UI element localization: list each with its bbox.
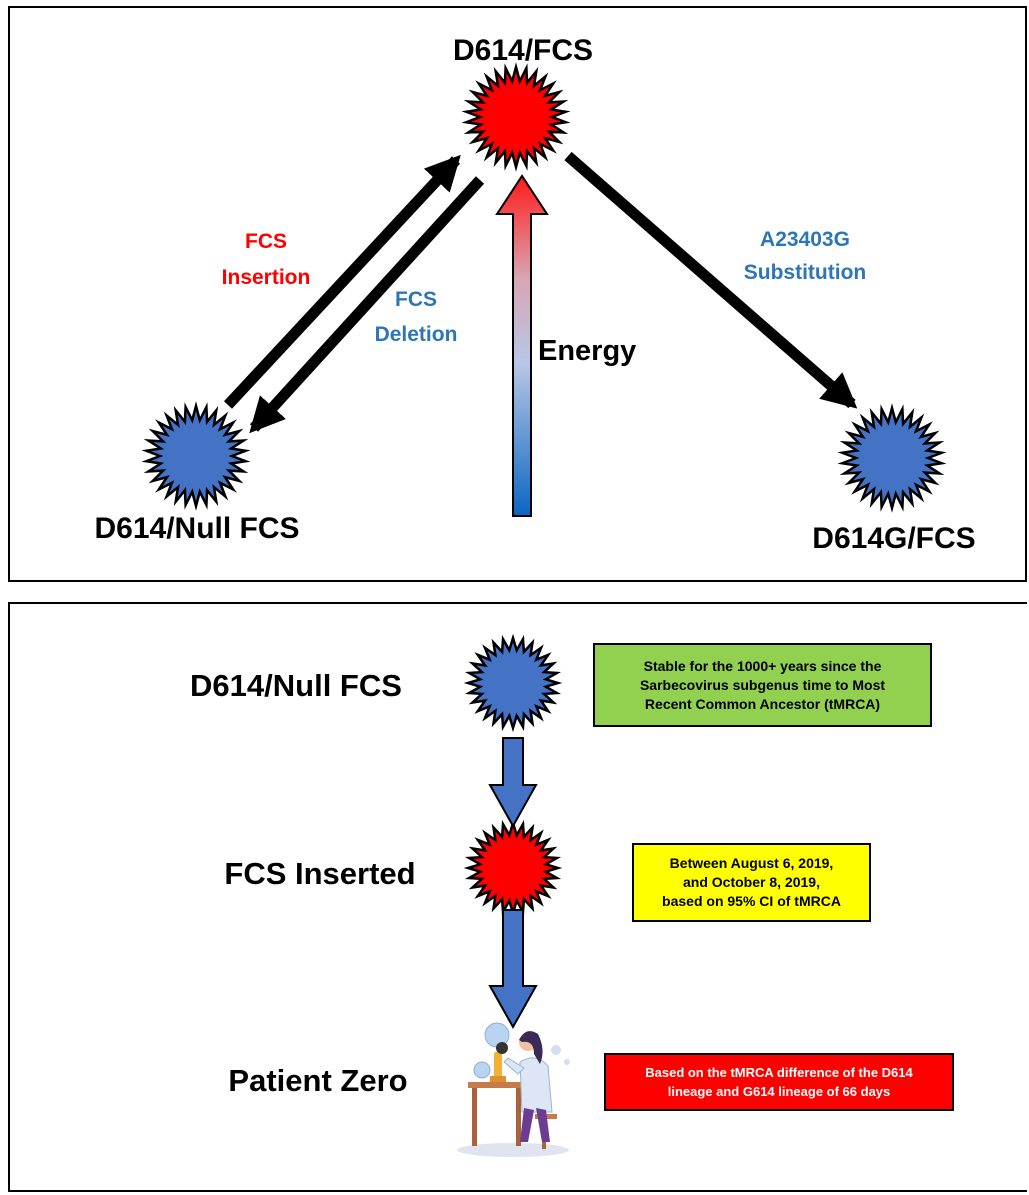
timeline-arrow-1 — [488, 737, 538, 829]
fcs-inserted-node — [463, 818, 563, 918]
deletion-label-line1: FCS — [395, 288, 437, 311]
note-box-2: Between August 6, 2019, and October 8, 2… — [632, 843, 871, 922]
insertion-label-line1: FCS — [245, 230, 287, 253]
d614-null-fcs-node-shape — [141, 401, 251, 511]
substitution-arrow — [564, 151, 858, 409]
d614-fcs-node — [461, 62, 571, 172]
insertion-arrow — [223, 154, 461, 409]
energy-arrow — [495, 174, 549, 517]
note-1-line-3: Recent Common Ancestor (tMRCA) — [644, 695, 881, 712]
fcs-inserted-node-shape — [463, 818, 563, 918]
d614g-fcs-node-shape — [837, 403, 947, 513]
scientist-illustration — [457, 1022, 570, 1157]
note-box-1: Stable for the 1000+ years since the Sar… — [593, 643, 932, 727]
note-3-line-2: lineage and G614 lineage of 66 days — [667, 1084, 891, 1099]
note-3-line-1: Based on the tMRCA difference of the D61… — [645, 1065, 913, 1080]
step-label-2: FCS Inserted — [224, 856, 415, 891]
d614-null-fcs-node — [141, 401, 251, 511]
note-2-line-1: Between August 6, 2019, — [669, 855, 834, 871]
deletion-arrow — [249, 176, 485, 434]
left-node-label: D614/Null FCS — [94, 512, 299, 545]
step-label-3: Patient Zero — [228, 1063, 407, 1098]
substitution-label-line1: A23403G — [760, 228, 850, 251]
top-node-label: D614/FCS — [453, 34, 593, 67]
note-2-line-3: based on 95% CI of tMRCA — [662, 893, 841, 909]
right-node-label: D614G/FCS — [812, 522, 975, 555]
energy-label: Energy — [538, 335, 636, 367]
note-2-line-2: and October 8, 2019, — [683, 874, 820, 890]
step-label-1: D614/Null FCS — [190, 668, 402, 703]
note-1-line-1: Stable for the 1000+ years since the — [643, 657, 882, 674]
d614g-fcs-node — [837, 403, 947, 513]
insertion-label-line2: Insertion — [222, 266, 311, 289]
deletion-label-line2: Deletion — [375, 323, 458, 346]
substitution-label-line2: Substitution — [744, 261, 866, 284]
timeline-arrow-2 — [488, 909, 538, 1030]
d614-null-fcs-node-timeline-shape — [463, 633, 563, 733]
note-1-line-2: Sarbecovirus subgenus time to Most — [639, 676, 886, 693]
note-box-3: Based on the tMRCA difference of the D61… — [604, 1053, 954, 1111]
d614-fcs-node-shape — [461, 62, 571, 172]
d614-null-fcs-node-timeline — [463, 633, 563, 733]
